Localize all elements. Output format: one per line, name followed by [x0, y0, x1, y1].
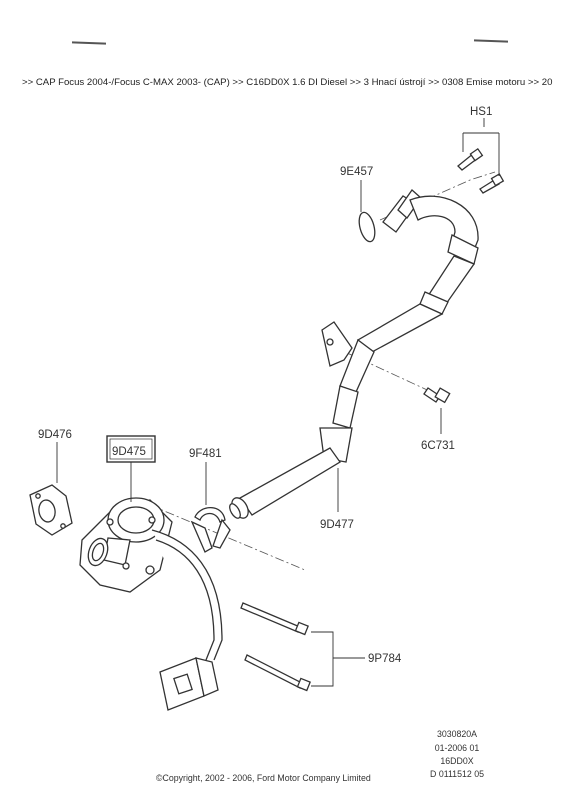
- bolt-6c731[interactable]: [423, 387, 451, 404]
- stud-9p784-upper[interactable]: [240, 602, 309, 636]
- label-hs1: HS1: [470, 106, 492, 118]
- hs1-screw-lower[interactable]: [479, 173, 505, 194]
- label-9f481: 9F481: [189, 448, 222, 460]
- drawing-code-3: 16DD0X: [440, 756, 474, 766]
- gasket-9d476[interactable]: [29, 484, 73, 536]
- axis-upper: [379, 171, 496, 221]
- label-9d475: 9D475: [112, 446, 146, 458]
- bracket-bolt-hole: [326, 338, 334, 346]
- egr-valve-9d475[interactable]: [79, 497, 173, 593]
- drawing-code-2: 01-2006 01: [434, 743, 480, 753]
- label-9e457: 9E457: [340, 166, 373, 178]
- stud-9p784-leader: [311, 631, 365, 687]
- label-9d476: 9D476: [38, 429, 72, 441]
- egr-valve-connector[interactable]: [159, 657, 219, 711]
- label-9p784: 9P784: [368, 653, 402, 665]
- part-highlight-inner: [109, 438, 153, 460]
- breadcrumb: >> CAP Focus 2004-/Focus C-MAX 2003- (CA…: [22, 77, 553, 88]
- hs1-screw-upper[interactable]: [457, 147, 484, 171]
- drawing-code-1: 3030820A: [436, 729, 478, 739]
- label-6c731: 6C731: [421, 440, 455, 452]
- axis-lower: [149, 504, 306, 571]
- pipe-mounting-bracket[interactable]: [321, 321, 353, 367]
- part-highlight-box: [106, 435, 156, 463]
- egr-valve-wiring-inner: [155, 539, 215, 661]
- drawing-code-4: D 0111512 05: [430, 769, 484, 779]
- stud-9p784-lower[interactable]: [244, 654, 311, 692]
- clamp-9f481[interactable]: [190, 506, 231, 553]
- label-9d477: 9D477: [320, 519, 354, 531]
- copyright-notice: ©Copyright, 2002 - 2006, Ford Motor Comp…: [156, 773, 371, 783]
- egr-pipe-9d477[interactable]: [228, 189, 479, 521]
- hs1-leader: [462, 118, 500, 176]
- gasket-9e457[interactable]: [356, 211, 377, 244]
